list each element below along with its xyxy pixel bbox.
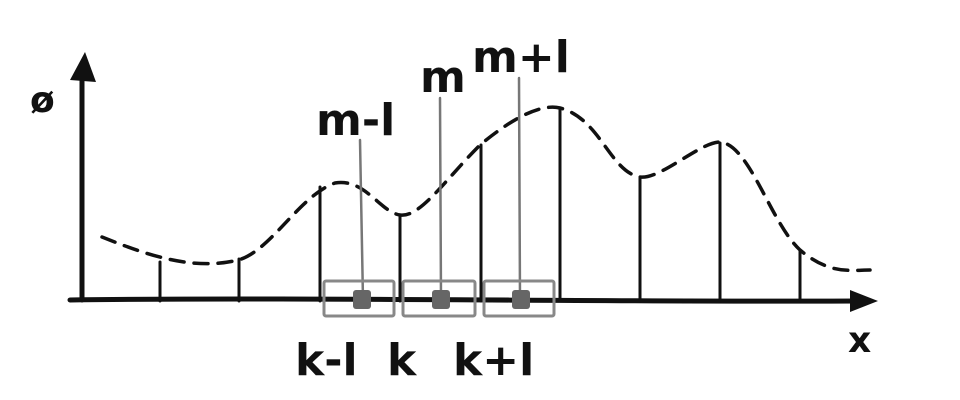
label-m: m (420, 52, 466, 103)
x-axis-arrowhead (850, 290, 878, 312)
label-m-minus-1: m-l (316, 95, 395, 146)
x-axis-label: x (848, 320, 871, 361)
label-k-minus-1: k-l (295, 335, 358, 386)
pointer-line-m (438, 96, 443, 302)
label-m-plus-1: m+l (472, 32, 570, 83)
pointer-lines (358, 76, 522, 302)
cell-boxes (322, 279, 556, 318)
y-axis-label: ø (30, 80, 55, 121)
label-k: k (387, 335, 418, 386)
sample-lines (158, 106, 802, 303)
cell-box-m-plus-1 (482, 279, 556, 318)
cell-center-marker (512, 290, 530, 309)
x-axis (67, 296, 863, 304)
pointer-line-m-minus-1 (358, 138, 365, 302)
cell-center-marker (353, 290, 371, 309)
cell-center-marker (432, 290, 450, 309)
cell-box-m-minus-1 (322, 279, 396, 318)
label-k-plus-1: k+l (453, 335, 534, 386)
cell-centers (353, 290, 530, 309)
cell-box-m (401, 279, 477, 318)
y-axis-arrowhead (70, 52, 96, 82)
function-curve (100, 105, 872, 273)
pointer-line-m-plus-1 (517, 76, 522, 302)
